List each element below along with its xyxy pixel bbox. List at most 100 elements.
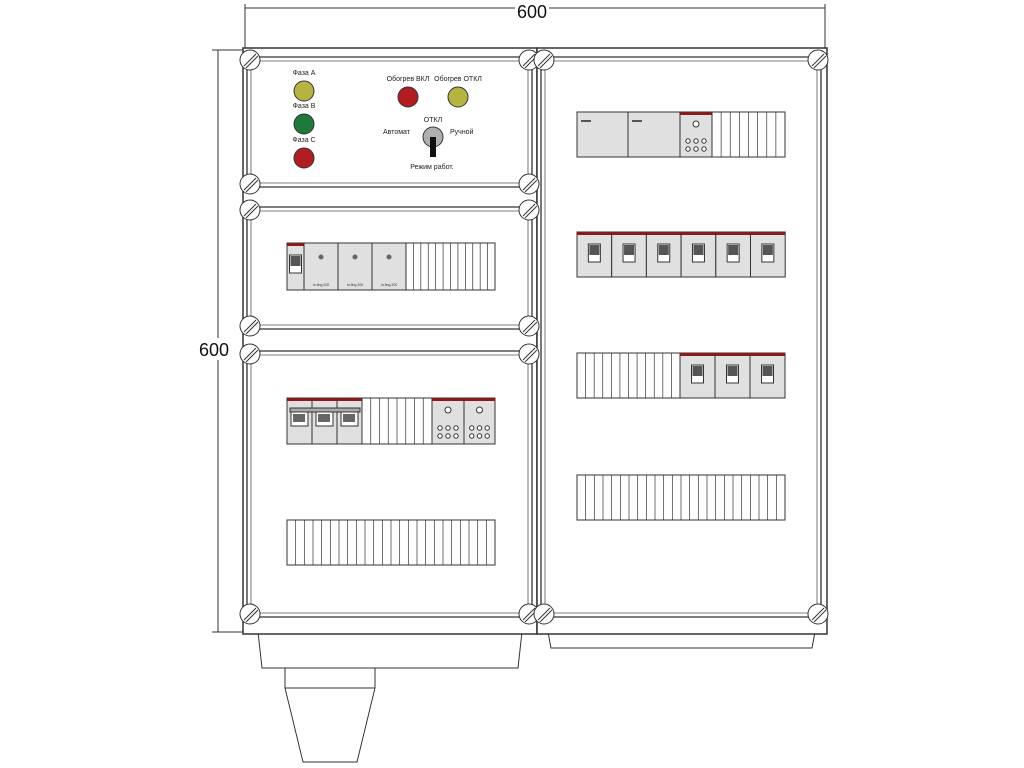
- contactor-dial: [476, 406, 483, 414]
- screw-slot: [243, 607, 257, 621]
- circuit-breaker: [576, 231, 613, 278]
- relay-indicator: [318, 254, 324, 260]
- breaker-stripe: [715, 232, 751, 235]
- pole-stripe: [287, 398, 312, 401]
- terminal-block: [576, 474, 786, 521]
- pole-lever: [293, 414, 305, 422]
- terminal-screw: [693, 146, 699, 152]
- terminal-screw: [476, 425, 483, 431]
- circuit-breaker: [749, 352, 786, 399]
- screw-slot: [243, 347, 257, 361]
- screw-slot: [522, 347, 536, 361]
- screw-slot: [524, 349, 538, 363]
- terminal-block: [405, 242, 496, 291]
- terminal-screw: [701, 138, 707, 144]
- breaker-lever: [692, 366, 703, 376]
- screw-slot: [813, 55, 827, 69]
- screw-slot: [539, 609, 553, 623]
- breaker-lever: [290, 256, 301, 266]
- power-module: [576, 111, 629, 158]
- screw-slot: [522, 607, 536, 621]
- phase-c-label: Фаза С: [292, 137, 315, 144]
- relay-label: In-fing 200: [381, 283, 398, 287]
- relay-label: In-fing 200: [313, 283, 330, 287]
- screw-slot: [245, 179, 259, 193]
- relay-body: [303, 242, 339, 291]
- screw-slot: [522, 177, 536, 191]
- screw-slot: [813, 609, 827, 623]
- contactor-dial: [692, 120, 700, 128]
- screw-slot: [524, 205, 538, 219]
- screw-slot: [524, 179, 538, 193]
- terminal-screw: [469, 425, 475, 431]
- contactor-module: [679, 111, 713, 158]
- terminal-screw: [693, 138, 699, 144]
- relay-module: In-fing 200: [337, 242, 373, 291]
- heating-on-label: Обогрев ВКЛ: [387, 75, 430, 83]
- screw-slot: [245, 321, 259, 335]
- circuit-breaker: [750, 231, 786, 278]
- screw-slot: [537, 607, 551, 621]
- breaker-lever: [658, 245, 669, 255]
- breaker-lever: [762, 366, 773, 376]
- terminal-screw: [484, 433, 490, 439]
- control-panel-door: [239, 49, 540, 195]
- screw-slot: [245, 609, 259, 623]
- screw-slot: [243, 53, 257, 67]
- circuit-breaker: [715, 231, 751, 278]
- terminal-screw: [476, 433, 483, 439]
- main-breaker-pole: [336, 397, 363, 445]
- breaker-lever: [589, 245, 600, 255]
- screw-slot: [522, 203, 536, 217]
- breaker-stripe: [715, 353, 750, 356]
- terminal-block: [711, 111, 786, 158]
- selector-handle: [430, 137, 436, 157]
- width-label: 600: [517, 2, 547, 22]
- terminal-screw: [445, 433, 451, 439]
- terminal-screw: [685, 138, 691, 144]
- pole-bridge: [289, 407, 361, 413]
- power-module-indicator: [632, 120, 642, 122]
- control-panel: Фаза А Фаза В Фаза С Обогрев ВКЛ Обогрев…: [292, 70, 482, 171]
- relay-module: In-fing 200: [371, 242, 407, 291]
- terminal-block: [576, 352, 681, 399]
- main-breaker-pole: [311, 397, 338, 445]
- breaker-stripe: [287, 243, 304, 246]
- terminal-screw: [453, 425, 459, 431]
- screw-slot: [243, 177, 257, 191]
- circuit-breaker: [679, 352, 716, 399]
- contactor-stripe: [432, 398, 464, 401]
- pole-lever: [343, 414, 355, 422]
- circuit-breaker: [286, 242, 305, 291]
- height-label: 600: [199, 340, 229, 360]
- bottom-panel: [239, 343, 540, 625]
- relay-body: [337, 242, 373, 291]
- breaker-lever: [762, 245, 773, 255]
- bottom-panel-inner: [250, 354, 529, 614]
- breaker-stripe: [681, 232, 716, 235]
- terminal-screw: [445, 425, 451, 431]
- terminal-screw: [437, 433, 443, 439]
- selector-off-label: ОТКЛ: [424, 117, 443, 124]
- phase-c-lamp: [293, 147, 315, 169]
- screw-slot: [524, 321, 538, 335]
- breaker-stripe: [750, 353, 785, 356]
- selector-auto-label: Автомат: [383, 129, 411, 136]
- relay-label: In-fing 200: [347, 283, 364, 287]
- power-module: [627, 111, 681, 158]
- power-module-body: [576, 111, 629, 158]
- mode-label: Режим работ.: [410, 163, 453, 171]
- terminal-screw: [685, 146, 691, 152]
- dimension-height: 600: [195, 49, 245, 633]
- power-module-indicator: [581, 120, 591, 122]
- pole-stripe: [337, 398, 362, 401]
- power-module-body: [627, 111, 681, 158]
- terminal-block: [286, 519, 496, 566]
- screw-slot: [243, 319, 257, 333]
- relay-indicator: [352, 254, 358, 260]
- phase-a-label: Фаза А: [293, 70, 316, 77]
- relay-indicator: [386, 254, 392, 260]
- dimension-width: 600: [244, 0, 826, 50]
- contactor-stripe: [680, 112, 712, 115]
